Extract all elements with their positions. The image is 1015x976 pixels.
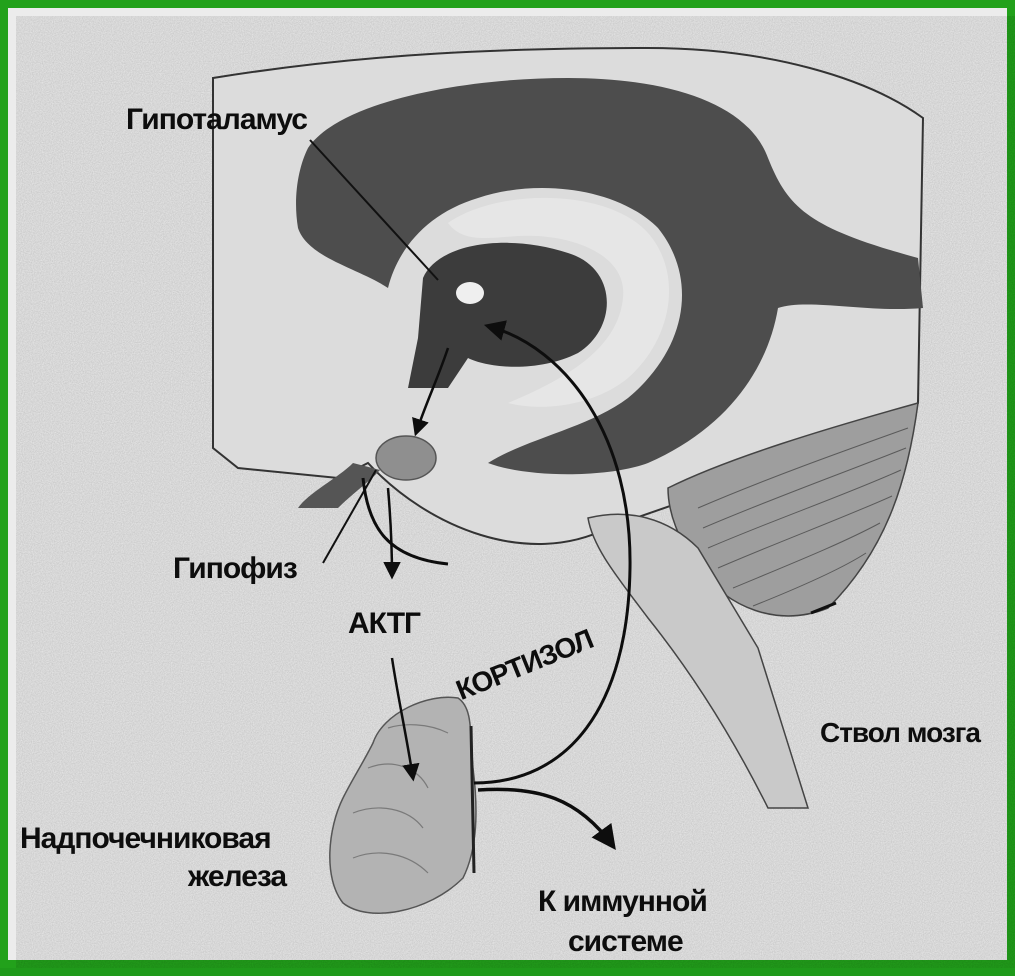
label-hypothalamus: Гипоталамус [126, 104, 307, 136]
label-pituitary: Гипофиз [173, 553, 297, 585]
label-adrenal-line2: железа [188, 861, 286, 893]
label-brainstem: Ствол мозга [820, 718, 980, 747]
label-immune-line1: К иммунной [538, 886, 707, 918]
pituitary-gland [376, 436, 436, 480]
hypothalamus-nucleus [456, 282, 484, 304]
label-acth: АКТГ [348, 608, 420, 640]
label-adrenal-line1: Надпочечниковая [20, 823, 271, 855]
label-immune-line2: системе [568, 926, 683, 958]
